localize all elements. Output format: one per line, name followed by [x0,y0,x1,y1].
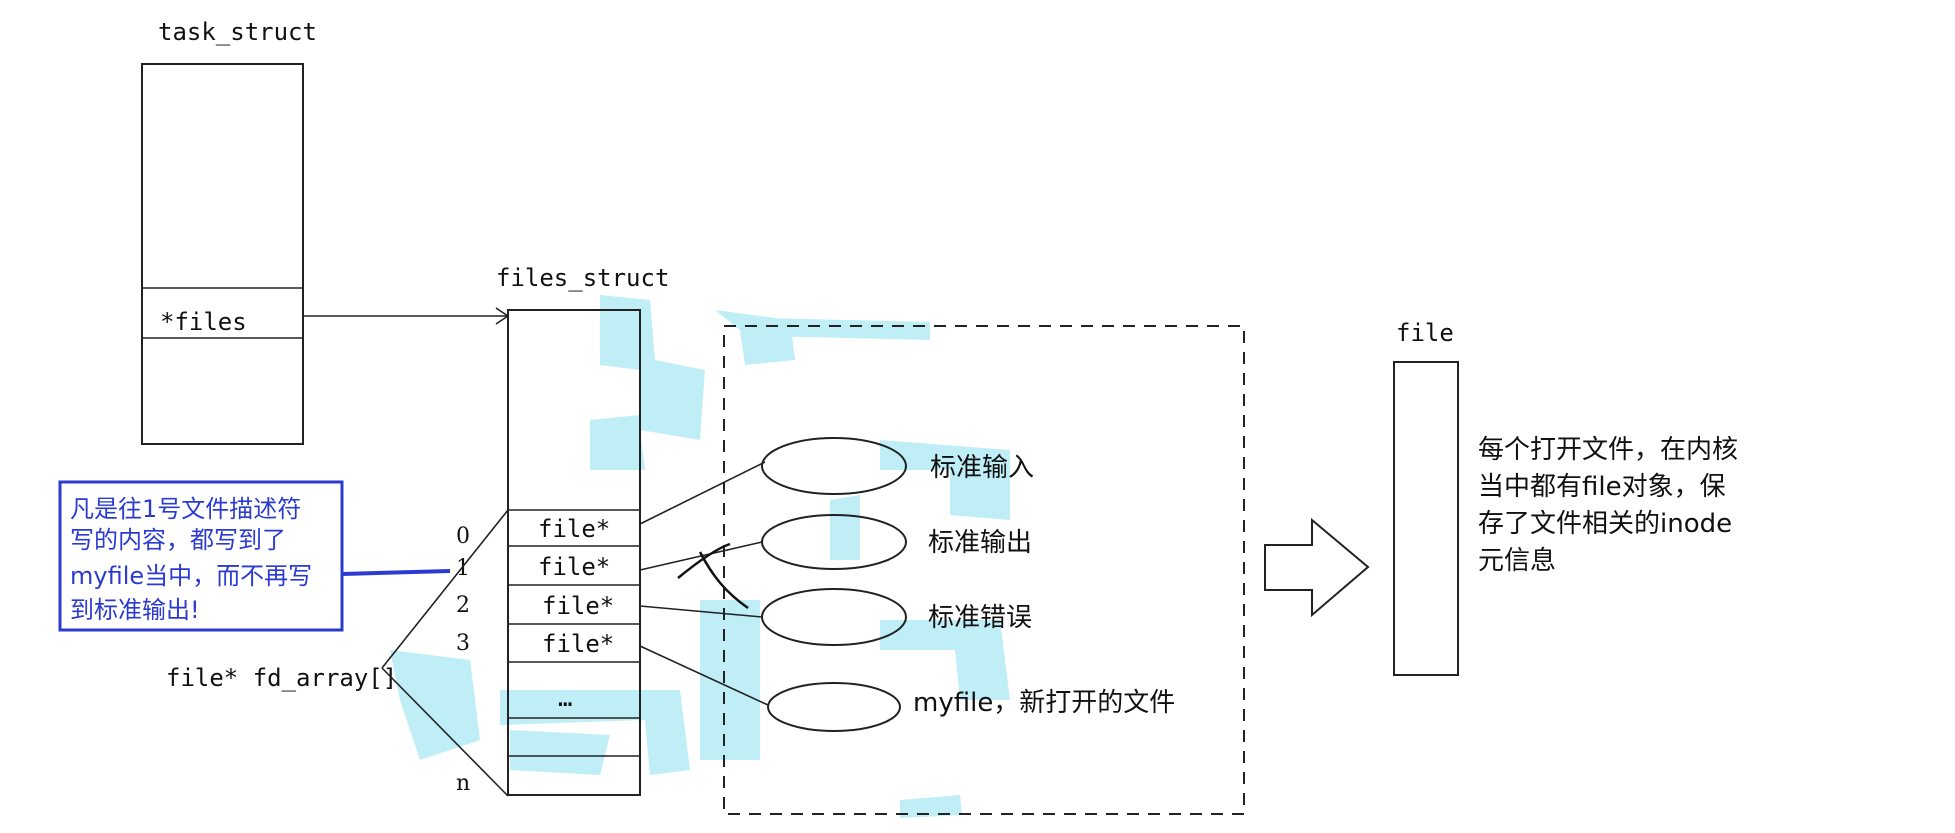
file-note-line-3: 存了文件相关的inode [1478,509,1732,539]
annotation-callout: 凡是往1号文件描述符 写的内容，都写到了 myfile当中，而不再写 到标准输出… [58,480,451,632]
fd-slot-ellipsis: … [558,684,572,712]
stderr-label: 标准错误 [928,603,1032,633]
open-files-region [723,325,1245,815]
fd-array-label: file* fd_array[] [166,664,397,692]
files-struct-box [507,309,641,796]
cross-out-mark [677,542,749,610]
fd-index-2: 2 [456,593,470,618]
file-note: 每个打开文件，在内核 当中都有file对象，保 存了文件相关的inode 元信息 [1478,435,1738,576]
fd-index-3: 3 [456,631,470,656]
annotation-line-1: 凡是往1号文件描述符 [70,495,301,523]
annotation-pointer [341,569,451,576]
files-struct: files_struct file* file* file* file* … 0… [456,264,669,796]
annotation-box [58,480,344,632]
myfile-ellipse [767,682,901,732]
files-struct-title: files_struct [496,264,669,292]
task-struct: task_struct *files [141,18,317,445]
fd-slot-3: file* [542,630,614,658]
fd-slot-2: file* [542,592,614,620]
files-pointer-arrow [303,307,510,325]
file-note-line-1: 每个打开文件，在内核 [1478,435,1738,465]
file-note-line-4: 元信息 [1478,546,1556,576]
annotation-line-2: 写的内容，都写到了 [70,526,286,554]
stderr-ellipse [761,588,907,646]
block-arrow [1264,517,1370,618]
file-note-line-2: 当中都有file对象，保 [1478,472,1726,502]
fd-index-0: 0 [456,524,470,549]
fd-slot-0: file* [538,515,610,543]
task-struct-title: task_struct [158,18,317,46]
stdin-ellipse [761,437,907,495]
file-object-title: file [1396,319,1454,347]
open-file-ellipses [761,437,907,732]
watermark [390,295,1010,818]
file-object-box [1393,361,1459,676]
stdout-label: 标准输出 [928,528,1032,558]
file-object: file [1393,319,1459,676]
fd-slot-1: file* [538,553,610,581]
annotation-line-3: myfile当中，而不再写 [70,562,312,590]
fd-array-label-group: file* fd_array[] [166,509,509,797]
myfile-label: myfile，新打开的文件 [913,688,1175,718]
fd-index-n: n [456,771,470,796]
task-struct-box [141,63,304,445]
stdin-label: 标准输入 [930,453,1034,483]
task-struct-files-field: *files [160,308,247,336]
annotation-line-4: 到标准输出! [70,596,200,624]
